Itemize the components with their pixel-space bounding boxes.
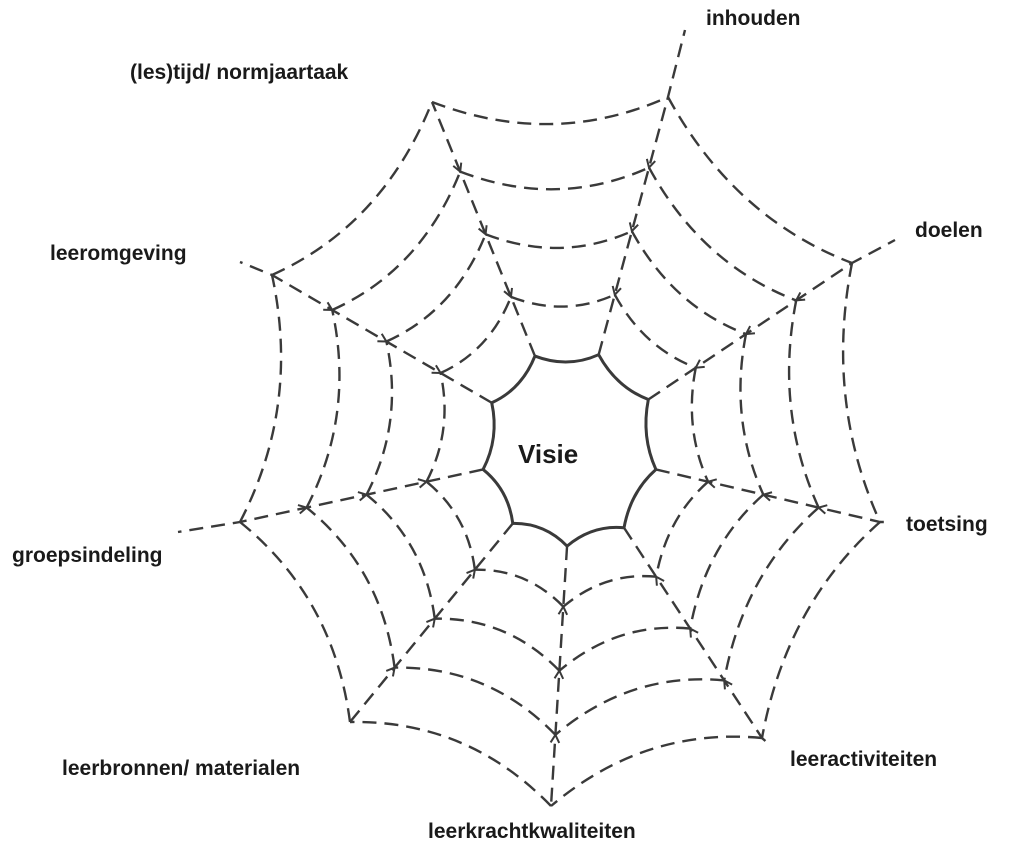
- web-knot-doelen-2: [744, 325, 756, 336]
- label-groepsindeling: groepsindeling: [12, 544, 163, 567]
- web-ring-4-segment-leeromgeving: [440, 296, 513, 375]
- web-spoke-leerbronnen: [349, 522, 514, 723]
- web-spokes: [177, 29, 896, 807]
- web-knot-leerbronnen-2: [426, 617, 437, 628]
- web-ring-3-segment-leerbronnen: [365, 493, 436, 619]
- web-ring-5-segment-groepsindeling: [481, 402, 496, 471]
- web-ring-4-segment-groepsindeling: [425, 372, 446, 483]
- web-spoke-lestijd: [430, 101, 537, 357]
- web-ring-4-segment-doelen: [690, 367, 710, 483]
- web-knot-lestijd-3: [503, 287, 513, 299]
- web-knot-leerkrachtkwaliteiten-2: [553, 668, 565, 680]
- web-ring-3-segment-inhouden: [630, 230, 747, 336]
- web-ring-5-segment-leerkrachtkwaliteiten: [512, 521, 569, 548]
- web-knot-groepsindeling-3: [417, 478, 429, 489]
- web-knot-groepsindeling-1: [297, 504, 309, 515]
- web-ring-2-segment-leeromgeving: [331, 171, 462, 312]
- web-ring-1-segment-groepsindeling: [238, 274, 283, 523]
- web-ring-2-segment-leerbronnen: [305, 506, 396, 668]
- web-ring-2-segment-leerkrachtkwaliteiten: [394, 666, 557, 736]
- web-knot-doelen-3: [694, 359, 705, 369]
- web-knot-leeractiviteiten-2: [689, 626, 699, 638]
- web-knot-inhouden-3: [611, 285, 622, 297]
- web-ring-1-segment-toetsing: [760, 521, 881, 739]
- web-knot-leeractiviteiten-1: [723, 678, 733, 690]
- web-ring-1-segment-leerbronnen: [239, 521, 352, 723]
- web-knot-groepsindeling-2: [357, 491, 369, 502]
- web-ring-3-segment-leeromgeving: [385, 233, 487, 343]
- web-knot-toetsing-2: [761, 491, 773, 502]
- web-ring-3-segment-leeractiviteiten: [558, 626, 691, 672]
- web-ring-1-segment-doelen: [841, 262, 882, 523]
- web-ring-5-segment-inhouden: [597, 353, 649, 401]
- label-doelen: doelen: [915, 219, 983, 242]
- web-ring-3-segment-groepsindeling: [365, 341, 394, 496]
- web-knot-leeromgeving-3: [431, 364, 443, 375]
- web-knot-inhouden-1: [645, 158, 656, 170]
- web-ring-3-segment-toetsing: [688, 493, 765, 629]
- web-spoke-leeractiviteiten: [623, 527, 771, 746]
- web-knot-leerbronnen-3: [466, 568, 477, 579]
- web-ring-5-segment-doelen: [644, 399, 658, 471]
- web-ring-2-segment-doelen: [787, 300, 820, 509]
- web-knot-leerkrachtkwaliteiten-1: [549, 732, 561, 744]
- web-knot-leeromgeving-1: [323, 301, 335, 312]
- web-ring-2-segment-toetsing: [723, 506, 820, 681]
- web-ring-2-segment-groepsindeling: [305, 309, 341, 509]
- web-ring-5-segment-leeromgeving: [491, 355, 537, 405]
- web-knot-leeromgeving-2: [377, 333, 389, 343]
- web-ring-4-segment-leerbronnen: [425, 480, 477, 570]
- label-leeractiviteiten: leeractiviteiten: [790, 748, 938, 771]
- web-ring-4-segment-leerkrachtkwaliteiten: [474, 568, 565, 608]
- web-ring-5-segment-lestijd: [534, 353, 600, 364]
- web-knot-leerbronnen-1: [385, 665, 396, 677]
- label-inhouden: inhouden: [706, 7, 801, 30]
- label-leerkrachtkwaliteiten: leerkrachtkwaliteiten: [428, 820, 636, 843]
- web-ring-4-segment-inhouden: [613, 294, 697, 369]
- web-ring-2-segment-leeractiviteiten: [554, 678, 725, 736]
- web-knot-lestijd-2: [477, 225, 488, 237]
- web-ring-1-segment-leeractiviteiten: [550, 735, 763, 807]
- web-ring-1-segment-leerkrachtkwaliteiten: [349, 720, 552, 807]
- web-spoke-leeromgeving: [239, 260, 493, 404]
- web-ring-3-segment-leerkrachtkwaliteiten: [434, 617, 561, 672]
- web-spoke-leerkrachtkwaliteiten: [549, 546, 569, 807]
- web-ring-4-segment-lestijd: [510, 293, 616, 308]
- label-lestijd-normjaartaak: (les)tijd/ normjaartaak: [130, 61, 349, 84]
- web-knot-doelen-1: [794, 291, 806, 302]
- web-spoke-doelen: [647, 238, 896, 401]
- web-ring-3-segment-lestijd: [485, 230, 633, 250]
- web-knot-lestijd-1: [452, 162, 463, 174]
- web-ring-5-segment-toetsing: [622, 468, 657, 529]
- web-spoke-toetsing: [655, 468, 888, 524]
- web-ring-1-segment-inhouden: [666, 96, 853, 265]
- label-toetsing: toetsing: [906, 513, 988, 536]
- web-ring-3-segment-doelen: [739, 333, 765, 496]
- web-ring-1-segment-lestijd: [431, 95, 669, 126]
- web-ring-5-segment-leeractiviteiten: [566, 525, 625, 548]
- web-knot-toetsing-3: [706, 478, 718, 489]
- center-label-visie: Visie: [518, 439, 579, 469]
- web-knot-inhouden-2: [628, 222, 639, 234]
- web-spoke-inhouden: [597, 29, 687, 356]
- web-spoke-groepsindeling: [177, 468, 484, 534]
- web-ring-2-segment-lestijd: [459, 166, 650, 191]
- label-leeromgeving: leeromgeving: [50, 242, 187, 265]
- web-ring-4-segment-toetsing: [654, 480, 709, 577]
- web-knot-toetsing-1: [816, 504, 828, 515]
- web-ring-5-segment-leerbronnen: [482, 468, 515, 524]
- web-ring-1-segment-leeromgeving: [271, 101, 434, 277]
- web-ring-2-segment-inhouden: [647, 167, 797, 302]
- web-knot-leerkrachtkwaliteiten-3: [557, 604, 569, 616]
- web-rings: [238, 95, 882, 807]
- web-ring-4-segment-leeractiviteiten: [562, 574, 657, 608]
- web-knot-leeractiviteiten-3: [655, 574, 665, 586]
- label-leerbronnen-materialen: leerbronnen/ materialen: [62, 757, 301, 780]
